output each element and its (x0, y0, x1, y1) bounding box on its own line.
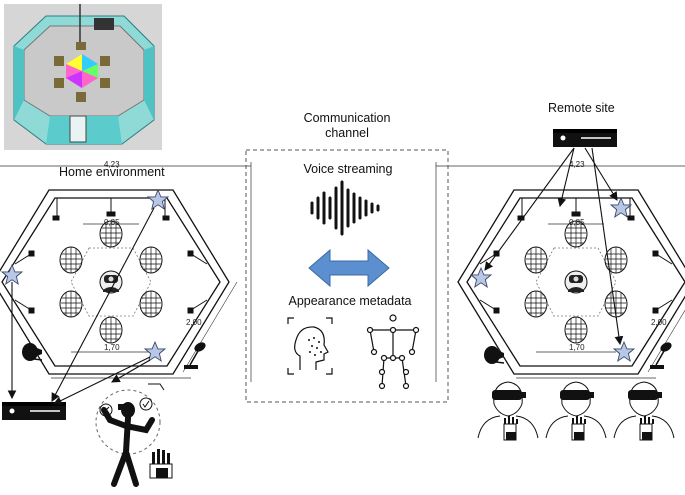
star-marker (610, 197, 632, 218)
remote-floorplan (436, 162, 685, 382)
remote-dim-bottom: 1,70 (569, 343, 585, 352)
communication-channel-box (245, 149, 449, 403)
haptic-glove-icon (149, 449, 173, 479)
appearance-metadata-label: Appearance metadata (288, 294, 412, 308)
bidirectional-arrow-icon (308, 248, 390, 288)
room-3d-thumbnail (4, 4, 162, 150)
home-dim-side: 2,00 (186, 318, 202, 327)
remote-user-hmd (613, 381, 675, 441)
kinect-sensor-icon (1, 401, 67, 421)
home-dim-top: 0,85 (104, 218, 120, 227)
face-scan-icon (287, 317, 333, 375)
voice-streaming-label: Voice streaming (303, 162, 393, 176)
speaker-icon (19, 341, 43, 363)
skeleton-icon (366, 314, 420, 390)
remote-site-title: Remote site (548, 101, 615, 115)
channel-title-line2: channel (325, 126, 369, 140)
remote-user-hmd (477, 381, 539, 441)
star-marker (1, 264, 23, 285)
remote-dim-side: 2,00 (651, 318, 667, 327)
home-dim-bottom: 1,70 (104, 343, 120, 352)
remote-dim-width: 4,23 (569, 160, 585, 169)
kinect-sensor-icon (552, 128, 618, 148)
vr-user-figure (95, 383, 165, 487)
remote-user-hmd (545, 381, 607, 441)
speaker-icon (481, 344, 505, 366)
remote-dim-top: 0,85 (569, 218, 585, 227)
channel-title-line1: Communication (303, 111, 391, 125)
home-dim-width: 4,23 (104, 160, 120, 169)
microphone-icon (649, 339, 674, 370)
home-environment-title: Home environment (59, 165, 165, 179)
voice-waveform-icon (310, 180, 380, 236)
star-marker (613, 341, 635, 362)
